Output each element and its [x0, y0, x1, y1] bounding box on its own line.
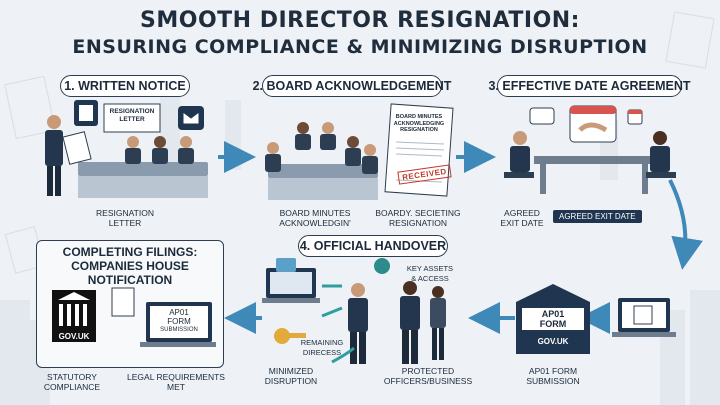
statutory-compliance-label: STATUTORY COMPLIANCE — [34, 372, 110, 392]
step-1-caption-line2: LETTER — [108, 218, 142, 228]
step-3-illustration — [504, 105, 676, 194]
minimized-disruption-label: MINIMIZED DISRUPTION — [258, 366, 324, 386]
step-2-caption-a: BOARD MINUTES ACKNOWLEDGIN' — [270, 208, 360, 228]
step-1-label: 1. WRITTEN NOTICE — [60, 75, 190, 97]
minimized-line2: DISRUPTION — [264, 376, 318, 386]
step-2-caption-b: BOARDY. SECIETING RESIGNATION — [370, 208, 466, 228]
key-assets-line2: & ACCESS — [411, 274, 449, 283]
legal-line1: LEGAL REQUIREMENTS — [127, 372, 225, 382]
ap01-center-line2: FORM — [539, 319, 567, 329]
filings-title-line1: COMPLETING FILINGS: — [62, 245, 198, 259]
filings-screen-text: AP01 FORM SUBMISSION — [150, 308, 208, 335]
ap01-center-text: AP01 FORM — [522, 309, 584, 329]
board-minutes-doc-title: BOARD MINUTES ACKNOWLEDGING RESIGNATION — [393, 114, 445, 133]
step-2-caption-a-line1: BOARD MINUTES — [279, 208, 351, 218]
step-2-caption-b-line2: RESIGNATION — [389, 218, 447, 228]
step-4-label: 4. OFFICIAL HANDOVER — [298, 235, 448, 257]
ap01-caption: AP01 FORM SUBMISSION — [512, 366, 594, 386]
remaining-label: REMAINING DIRECESS — [292, 338, 352, 358]
step-3-caption: AGREED EXIT DATE — [490, 208, 554, 228]
filings-screen-line3: SUBMISSION — [160, 327, 198, 333]
legal-line2: MET — [167, 382, 185, 392]
step-2-caption-b-line1: BOARDY. SECIETING — [375, 208, 461, 218]
protected-line2: OFFICERS/BUSINESS — [383, 376, 473, 386]
page-title: SMOOTH DIRECTOR RESIGNATION: — [140, 8, 580, 33]
govuk-logo-center: GOV.UK — [525, 336, 581, 348]
agreed-exit-date-tag: AGREED EXIT DATE — [553, 210, 642, 223]
resignation-letter-title: RESIGNATION LETTER — [109, 108, 155, 123]
filings-screen-line1: AP01 — [169, 308, 189, 317]
legal-requirements-label: LEGAL REQUIREMENTS MET — [124, 372, 228, 392]
step-2-illustration — [265, 103, 454, 200]
step-3-caption-line2: EXIT DATE — [500, 218, 544, 228]
ap01-caption-line2: SUBMISSION — [526, 376, 580, 386]
step-1-caption-line1: RESIGNATION — [96, 208, 154, 218]
page-subtitle: ENSURING COMPLIANCE & MINIMIZING DISRUPT… — [72, 36, 648, 58]
step-3-label: 3. EFFECTIVE DATE AGREEMENT — [488, 75, 691, 97]
step-1-illustration — [45, 100, 208, 198]
remaining-line2: DIRECESS — [302, 348, 342, 357]
ap01-caption-line1: AP01 FORM — [528, 366, 578, 376]
step-1-caption: RESIGNATION LETTER — [80, 208, 170, 228]
filings-screen-line2: FORM — [167, 317, 191, 326]
key-assets-label: KEY ASSETS & ACCESS — [400, 264, 460, 284]
step-2-caption-a-line2: ACKNOWLEDGIN' — [279, 218, 351, 228]
statutory-line1: STATUTORY — [47, 372, 97, 382]
right-laptop-icon — [612, 298, 676, 337]
ap01-center-line1: AP01 — [541, 309, 565, 319]
remaining-line1: REMAINING — [300, 338, 344, 347]
govuk-logo-panel: GOV.UK — [54, 332, 94, 342]
step-3-caption-line1: AGREED — [504, 208, 540, 218]
protected-officers-label: PROTECTED OFFICERS/BUSINESS — [380, 366, 476, 386]
statutory-line2: COMPLIANCE — [43, 382, 101, 392]
key-assets-line1: KEY ASSETS — [406, 264, 454, 273]
step-4-illustration — [262, 258, 446, 364]
protected-line1: PROTECTED — [401, 366, 455, 376]
step-2-label: 2. BOARD ACKNOWLEDGEMENT — [253, 75, 451, 97]
filings-title-line2: COMPANIES HOUSE NOTIFICATION — [71, 259, 189, 287]
minimized-line1: MINIMIZED — [268, 366, 314, 376]
